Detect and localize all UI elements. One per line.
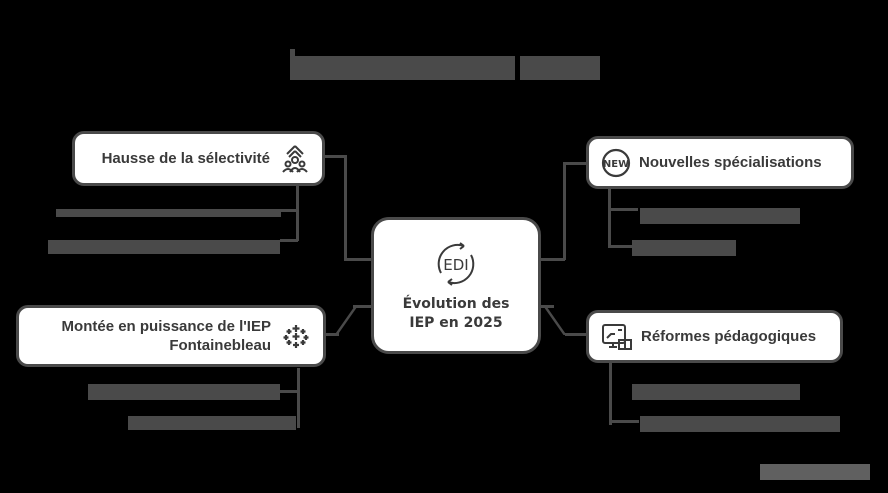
branch-node-selectivite[interactable]: Hausse de la sélectivité <box>72 131 325 186</box>
connector-line <box>325 333 339 336</box>
subitem-redacted <box>640 208 800 224</box>
new-badge-icon: NEW <box>601 148 631 178</box>
connector-line <box>334 305 359 335</box>
diagram-title-redacted <box>415 56 515 80</box>
subitem-connector <box>296 186 299 241</box>
connector-line <box>542 305 567 335</box>
edi-cycle-icon: EDI <box>431 239 481 289</box>
subitem-connector <box>608 208 638 211</box>
subitem-redacted <box>632 384 800 400</box>
people-up-arrow-icon <box>280 144 310 174</box>
branch-label-line2: Fontainebleau <box>169 337 271 354</box>
connector-line <box>323 155 345 158</box>
center-label-line2: IEP en 2025 <box>409 314 503 331</box>
branch-node-fontainebleau[interactable]: Montée en puissance de l'IEP Fontaineble… <box>16 305 326 367</box>
subitem-connector <box>280 239 298 242</box>
center-node[interactable]: EDI Évolution des IEP en 2025 <box>371 217 541 354</box>
subitem-redacted <box>128 416 296 430</box>
connector-line <box>540 258 565 261</box>
teaching-board-icon <box>601 322 633 352</box>
subitem-connector <box>609 363 612 425</box>
connector-line <box>565 333 587 336</box>
subitem-connector <box>608 188 611 248</box>
connector-line <box>344 258 372 261</box>
diagram-title-redacted <box>290 56 415 80</box>
subitem-connector <box>280 390 298 393</box>
svg-text:EDI: EDI <box>443 256 468 274</box>
center-label-line1: Évolution des <box>402 295 510 312</box>
subitem-connector <box>609 420 639 423</box>
subitem-connector <box>608 245 633 248</box>
branch-label-line1: Montée en puissance de l'IEP <box>61 318 271 335</box>
subitem-redacted <box>88 384 280 400</box>
branch-label: Réformes pédagogiques <box>641 328 817 345</box>
subitem-redacted <box>632 240 736 256</box>
watermark-redacted <box>760 464 870 480</box>
connector-line <box>344 155 347 260</box>
branch-label: Nouvelles spécialisations <box>639 154 822 171</box>
branch-label: Hausse de la sélectivité <box>101 150 270 167</box>
svg-text:NEW: NEW <box>603 159 629 170</box>
connector-line <box>563 162 566 260</box>
branch-label: Montée en puissance de l'IEP Fontaineble… <box>62 317 271 355</box>
diagram-title-redacted <box>290 49 295 57</box>
sparkle-grid-icon <box>281 321 311 351</box>
connector-line <box>563 162 588 165</box>
branch-node-specialisations[interactable]: NEW Nouvelles spécialisations <box>586 136 854 189</box>
connector-line <box>353 305 373 308</box>
subitem-redacted <box>56 209 281 217</box>
subitem-connector <box>280 209 298 212</box>
branch-node-reformes[interactable]: Réformes pédagogiques <box>586 310 843 363</box>
diagram-title-redacted <box>520 56 600 80</box>
subitem-connector <box>297 368 300 428</box>
subitem-redacted <box>640 416 840 432</box>
subitem-redacted <box>48 240 280 254</box>
